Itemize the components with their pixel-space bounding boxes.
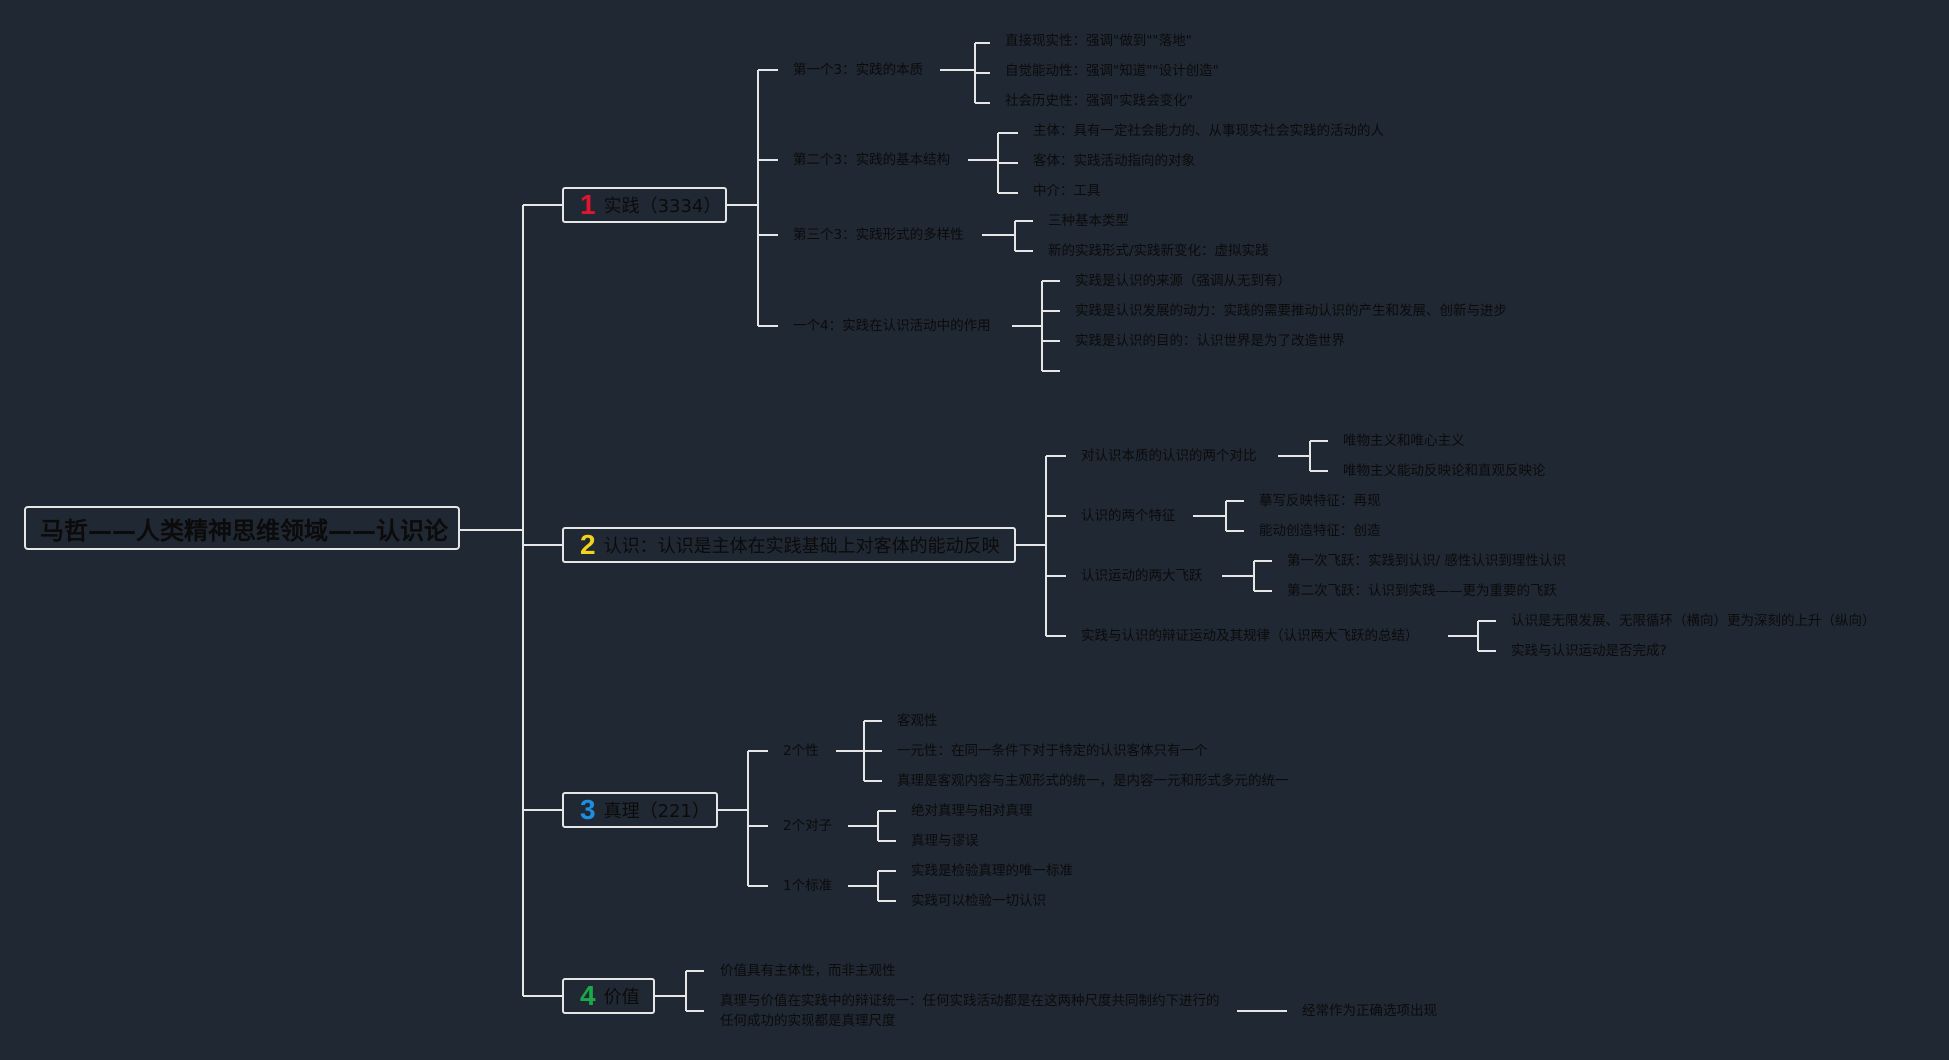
leaf-topic[interactable]: 实践是认识的目的：认识世界是为了改造世界 (1075, 333, 1345, 349)
subtopic-label[interactable]: 实践与认识的辩证运动及其规律（认识两大飞跃的总结） (1081, 628, 1419, 644)
leaf-topic[interactable]: 真理是客观内容与主观形式的统一，是内容一元和形式多元的统一 (897, 773, 1289, 789)
subtopic-label[interactable]: 2个对子 (783, 818, 833, 834)
leaf-topic[interactable]: 主体：具有一定社会能力的、从事现实社会实践的活动的人 (1033, 123, 1384, 139)
subtopic-label[interactable]: 价值具有主体性，而非主观性 (720, 963, 896, 979)
leaf-topic[interactable]: 绝对真理与相对真理 (911, 803, 1033, 819)
branch-number: 4 (580, 980, 596, 1011)
subtopic-label[interactable]: 认识的两个特征 (1081, 508, 1176, 524)
branch-value[interactable]: 4 价值 (562, 978, 655, 1014)
leaf-topic[interactable]: 真理与谬误 (911, 833, 979, 849)
branch-label: 认识：认识是主体在实践基础上对客体的能动反映 (603, 536, 1000, 557)
leaf-topic[interactable]: 实践是认识的来源（强调从无到有） (1075, 273, 1291, 289)
leaf-topic[interactable]: 唯物主义能动反映论和直观反映论 (1343, 463, 1546, 479)
subtopic-label[interactable]: 第三个3：实践形式的多样性 (793, 227, 964, 243)
subtopic-label[interactable]: 2个性 (783, 743, 819, 759)
leaf-topic[interactable]: 第一次飞跃：实践到认识/ 感性认识到理性认识 (1287, 553, 1566, 569)
leaf-topic[interactable]: 实践是检验真理的唯一标准 (911, 863, 1073, 879)
subtopic-label[interactable]: 第一个3：实践的本质 (793, 62, 924, 78)
leaf-topic[interactable]: 客体：实践活动指向的对象 (1033, 153, 1195, 169)
subtopic-label[interactable]: 一个4：实践在认识活动中的作用 (793, 318, 991, 334)
leaf-topic[interactable]: 直接现实性：强调"做到""落地" (1005, 33, 1192, 49)
branch-practice[interactable]: 1 实践（3334） (562, 187, 727, 223)
leaf-topic[interactable]: 新的实践形式/实践新变化：虚拟实践 (1048, 243, 1269, 259)
branch-number: 3 (580, 794, 596, 825)
branch-label: 实践（3334） (603, 196, 722, 217)
branch-truth[interactable]: 3 真理（221） (562, 792, 718, 828)
leaf-topic[interactable]: 唯物主义和唯心主义 (1343, 433, 1465, 449)
leaf-topic[interactable]: 实践与认识运动是否完成? (1511, 643, 1667, 659)
subtopic-label[interactable]: 1个标准 (783, 878, 833, 894)
branch-cognition[interactable]: 2 认识：认识是主体在实践基础上对客体的能动反映 (562, 527, 1016, 563)
leaf-topic[interactable]: 认识是无限发展、无限循环（横向）更为深刻的上升（纵向） (1511, 613, 1876, 629)
leaf-topic[interactable]: 第二次飞跃：认识到实践——更为重要的飞跃 (1287, 583, 1557, 599)
leaf-topic[interactable]: 摹写反映特征：再现 (1259, 493, 1381, 509)
leaf-topic[interactable]: 自觉能动性：强调"知道""设计创造" (1005, 63, 1219, 79)
subtopic-label[interactable]: 真理与价值在实践中的辩证统一：任何实践活动都是在这两种尺度共同制约下进行的任何成… (720, 993, 1220, 1029)
leaf-topic[interactable]: 三种基本类型 (1048, 213, 1129, 229)
subtopic-label[interactable]: 认识运动的两大飞跃 (1081, 568, 1203, 584)
subtopic-label[interactable]: 对认识本质的认识的两个对比 (1081, 448, 1257, 464)
root-topic[interactable]: 马哲——人类精神思维领域——认识论 (24, 506, 460, 550)
branch-label: 价值 (603, 987, 640, 1008)
leaf-topic[interactable]: 实践可以检验一切认识 (911, 893, 1046, 909)
subtopic-label[interactable]: 第二个3：实践的基本结构 (793, 152, 951, 168)
leaf-topic[interactable]: 社会历史性：强调"实践会变化" (1005, 93, 1193, 109)
note-topic[interactable]: 经常作为正确选项出现 (1302, 1003, 1437, 1019)
leaf-topic[interactable]: 一元性：在同一条件下对于特定的认识客体只有一个 (897, 743, 1208, 759)
leaf-topic[interactable]: 中介：工具 (1033, 183, 1101, 199)
branch-label: 真理（221） (603, 801, 710, 822)
leaf-topic[interactable]: 能动创造特征：创造 (1259, 523, 1381, 539)
leaf-topic[interactable]: 实践是认识发展的动力：实践的需要推动认识的产生和发展、创新与进步 (1075, 303, 1507, 319)
leaf-topic[interactable]: 客观性 (897, 713, 938, 729)
branch-number: 2 (580, 529, 596, 560)
branch-number: 1 (580, 189, 596, 220)
